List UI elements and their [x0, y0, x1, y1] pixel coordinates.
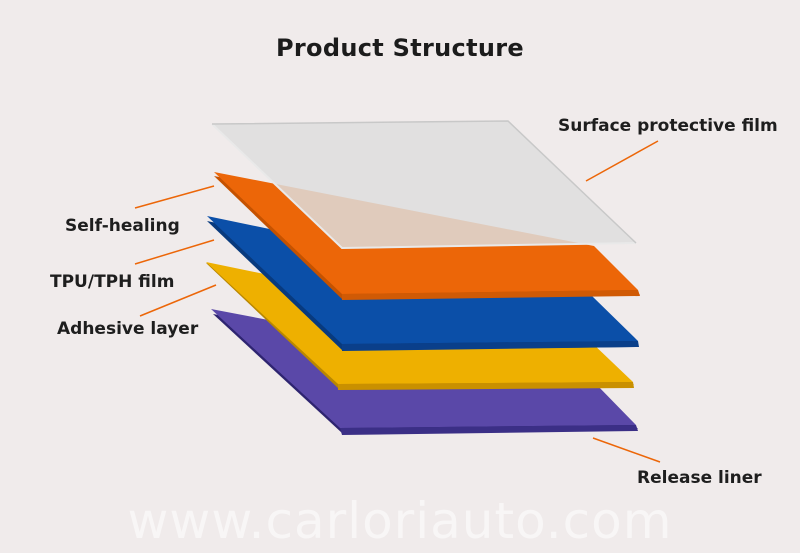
- watermark: www.carloriauto.com: [127, 492, 673, 550]
- leader-release: [592, 437, 661, 463]
- label-self-healing: Self-healing: [65, 216, 180, 236]
- leader-self-healing: [134, 185, 215, 209]
- label-tpu-film: TPU/TPH film: [50, 272, 175, 292]
- surface-protective-film-layer: [211, 120, 637, 250]
- leader-tpu: [134, 239, 215, 265]
- leader-adhesive: [139, 284, 217, 317]
- label-adhesive-layer: Adhesive layer: [57, 319, 199, 339]
- label-release-liner: Release liner: [637, 468, 762, 488]
- label-surface-protective-film: Surface protective film: [558, 116, 778, 136]
- diagram-title: Product Structure: [276, 34, 524, 62]
- leader-surface: [585, 140, 659, 182]
